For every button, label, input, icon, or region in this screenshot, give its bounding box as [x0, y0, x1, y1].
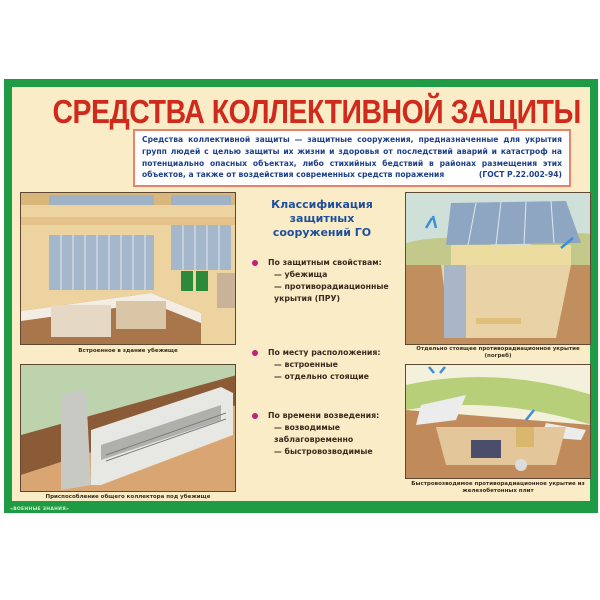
definition-text: — защитные сооружения, предназначенные д… — [142, 135, 562, 180]
caption-built-in-shelter: Встроенное в здание убежище — [78, 348, 178, 354]
illustration-built-in-shelter — [20, 192, 236, 345]
caption-collector-shelter: Приспособление общего коллектора под убе… — [45, 494, 211, 500]
illustration-prefab-shelter — [405, 364, 591, 479]
poster-title: СРЕДСТВА КОЛЛЕКТИВНОЙ ЗАЩИТЫ — [52, 93, 581, 130]
classification-group-construction-time: По времени возведения: — возводимые забл… — [252, 410, 412, 458]
classification-group-protective: По защитным свойствам: — убежища — проти… — [252, 257, 412, 305]
bullet-icon — [252, 350, 258, 356]
classification-group-location: По месту расположения: — встроенные — от… — [252, 347, 412, 383]
publisher-label: «ВОЕННЫЕ ЗНАНИЯ» — [10, 507, 70, 512]
definition-lead: Средства коллективной защиты — [142, 135, 290, 144]
classification-heading: Классификация защитных сооружений ГО — [271, 198, 373, 239]
illustration-cellar-shelter — [405, 192, 591, 345]
caption-prefab-shelter: Быстровозводимое противорадиационное укр… — [411, 481, 585, 494]
caption-cellar-shelter: Отдельно стоящее противорадиационное укр… — [416, 346, 580, 359]
poster-frame: СРЕДСТВА КОЛЛЕКТИВНОЙ ЗАЩИТЫ Средства ко… — [4, 79, 598, 513]
poster-body: СРЕДСТВА КОЛЛЕКТИВНОЙ ЗАЩИТЫ Средства ко… — [12, 87, 591, 501]
illustration-collector-shelter — [20, 364, 236, 492]
definition-source: (ГОСТ Р.22.002-94) — [478, 170, 562, 180]
definition-box: Средства коллективной защиты — защитные … — [133, 129, 571, 187]
bullet-icon — [252, 260, 258, 266]
bullet-icon — [252, 413, 258, 419]
